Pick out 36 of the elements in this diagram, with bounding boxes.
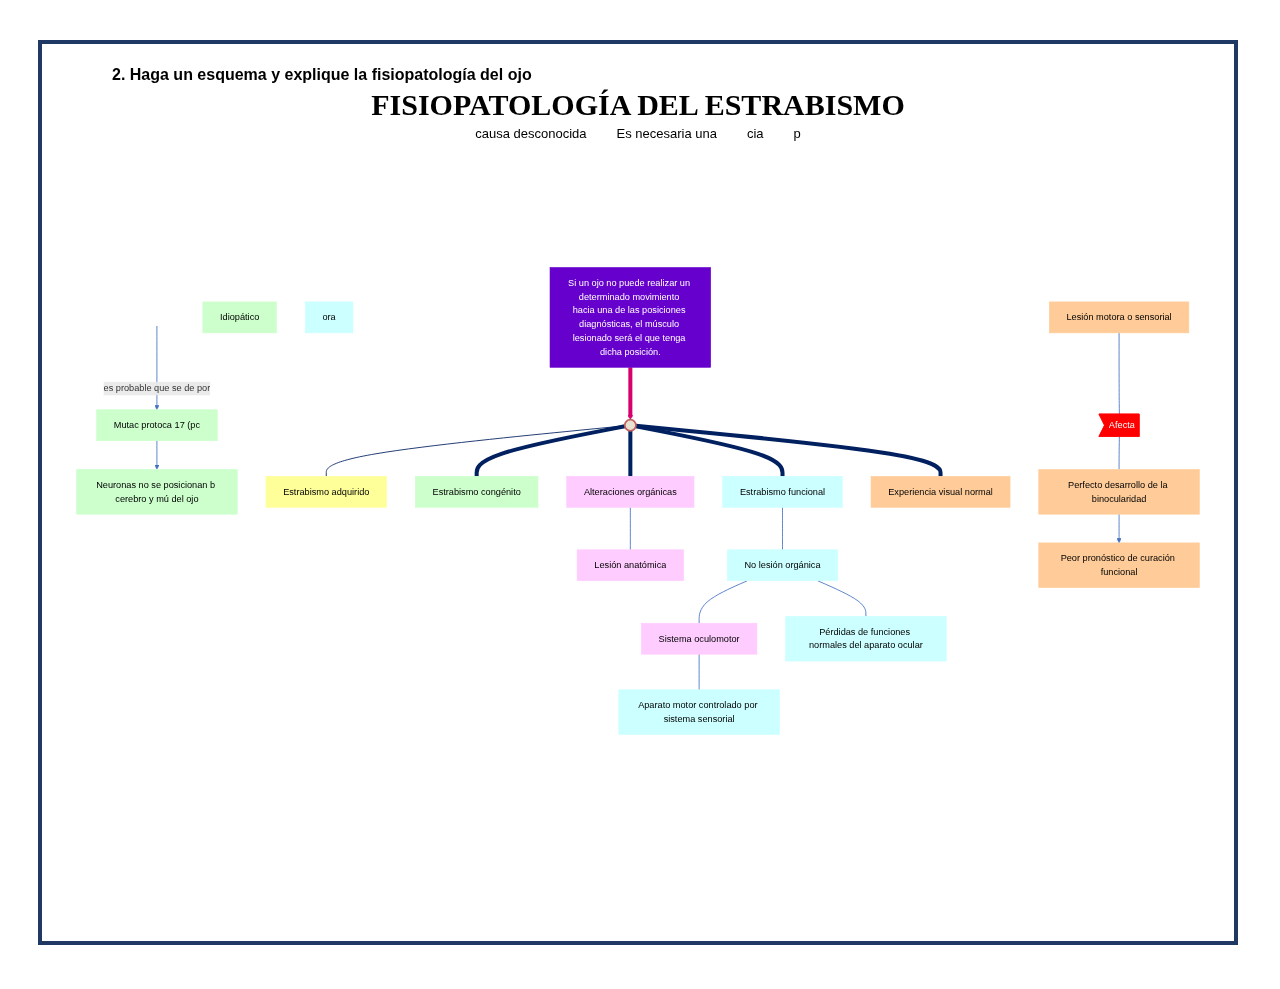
node-box: Lesión anatómica xyxy=(576,549,684,582)
connector xyxy=(698,653,700,691)
arrow xyxy=(627,367,633,420)
edge-label: es probable que se de por xyxy=(103,383,211,394)
note-text: Es necesaria una xyxy=(616,126,717,141)
node-box: Peor pronóstico de curación funcional xyxy=(1038,542,1200,588)
connector xyxy=(698,580,748,624)
node-box: Lesión motora o sensorial xyxy=(1049,301,1190,334)
node-box: Neuronas no se posicionan b cerebro y mú del ojo xyxy=(76,469,238,515)
connector xyxy=(1118,332,1120,415)
node-box: Estrabismo adquirido xyxy=(265,476,387,508)
question-text: 2. Haga un esquema y explique la fisiopatología del ojo xyxy=(112,66,533,84)
node-box: Idiopático xyxy=(202,301,277,334)
note-text: causa desconocida xyxy=(475,126,587,141)
node-box: Si un ojo no puede realizar un determinado movimiento hacia una de las posiciones diagnósticas, el músculo lesionado será el que tenga dicha posición. xyxy=(549,267,711,368)
node-box: Pérdidas de funciones normales del aparato ocular xyxy=(785,616,947,662)
node-box: Sistema oculomotor xyxy=(641,622,758,655)
node-box: Estrabismo funcional xyxy=(722,476,843,508)
node-box: Mutac protoca 17 (pc xyxy=(96,409,218,442)
connector xyxy=(782,506,783,551)
connector xyxy=(817,580,867,617)
node-box: Experiencia visual normal xyxy=(870,476,1011,508)
node-box: Perfecto desarrollo de la binocularidad xyxy=(1038,469,1200,515)
node-box: Estrabismo congénito xyxy=(415,476,539,508)
node-box: ora xyxy=(304,301,354,334)
connector xyxy=(628,430,633,477)
connector xyxy=(1118,436,1120,470)
node-box: Alteraciones orgánicas xyxy=(566,476,695,508)
node-box: Aparato motor controlado por sistema sensorial xyxy=(618,689,780,735)
connector xyxy=(629,506,631,551)
connector xyxy=(325,425,626,477)
diagram-title: FISIOPATOLOGÍA DEL ESTRABISMO xyxy=(370,88,906,122)
node-box: No lesión orgánica xyxy=(727,549,839,582)
note-text: cia xyxy=(746,126,764,141)
node-picture xyxy=(623,418,637,432)
note-text: p xyxy=(793,126,801,141)
